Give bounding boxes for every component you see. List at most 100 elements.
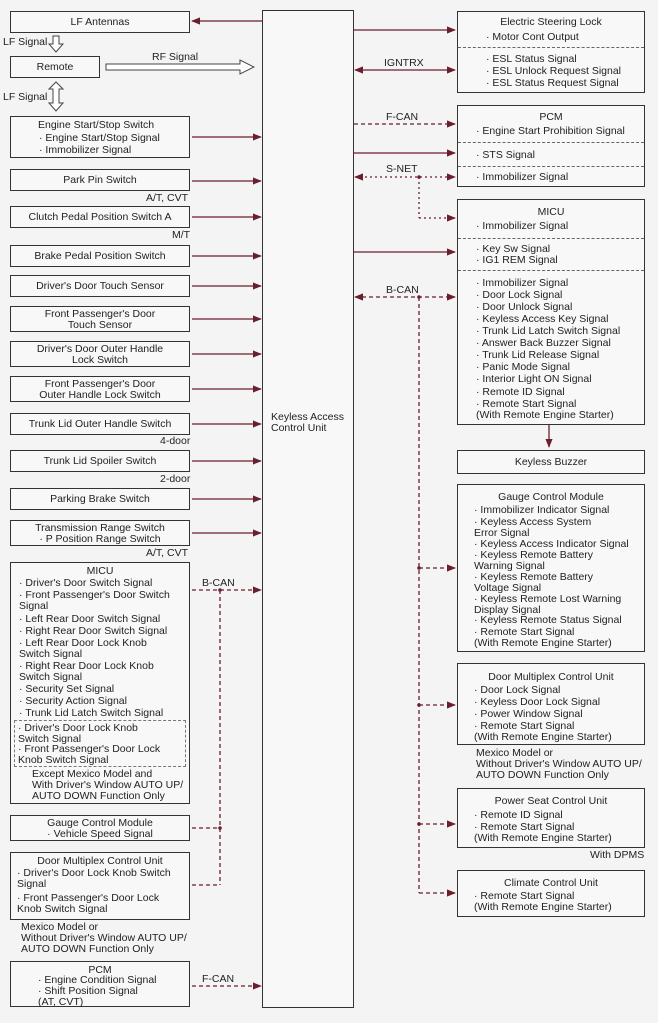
park-pin-switch: Park Pin Switch	[10, 169, 190, 191]
front-passenger-outer-handle-switch: Front Passenger's Door Outer Handle Lock…	[10, 376, 190, 402]
park-pin-note: A/T, CVT	[146, 192, 189, 204]
left-pcm-fcan-label: F-CAN	[202, 973, 235, 985]
esl-line: · ESL Status Signal	[486, 53, 577, 65]
brake-pedal-switch: Brake Pedal Position Switch	[10, 245, 190, 267]
lf-antennas-label: LF Antennas	[70, 16, 130, 28]
right-door-mux-line: · Remote Start Signal (With Remote Engin…	[474, 720, 612, 743]
fp-outer-label: Front Passenger's Door Outer Handle Lock…	[39, 378, 161, 401]
left-micu-inner-line: · Front Passenger's Door Lock Knob Switc…	[18, 743, 161, 766]
left-micu-line: · Front Passenger's Door Switch Signal	[19, 589, 170, 612]
left-pcm: PCM · Engine Condition Signal · Shift Po…	[10, 961, 190, 1008]
right-gauge-line: · Keyless Remote Lost Warning Display Si…	[474, 593, 622, 616]
left-micu-line: · Security Set Signal	[19, 683, 115, 695]
right-micu-line: · Answer Back Buzzer Signal	[476, 337, 611, 349]
climate-control-unit: Climate Control Unit · Remote Start Sign…	[457, 870, 645, 917]
park-pin-label: Park Pin Switch	[63, 174, 137, 186]
parking-brake-label: Parking Brake Switch	[50, 493, 150, 505]
right-pcm-line: · Immobilizer Signal	[476, 171, 569, 183]
trunk-lid-outer-handle-switch: Trunk Lid Outer Handle Switch	[10, 413, 190, 435]
right-gauge-line: · Keyless Access Indicator Signal	[474, 538, 629, 550]
engine-switch-title: Engine Start/Stop Switch	[38, 119, 155, 131]
right-micu-line: · Keyless Access Key Signal	[476, 313, 609, 325]
lf-signal-bidir-arrow	[47, 81, 65, 112]
left-micu-line: · Left Rear Door Lock Knob Switch Signal	[19, 637, 147, 660]
lf-signal-arrow	[47, 35, 65, 53]
right-door-mux-note: Mexico Model or Without Driver's Window …	[476, 747, 642, 781]
clutch-pedal-switch: Clutch Pedal Position Switch A	[10, 206, 190, 228]
front-passenger-touch-sensor: Front Passenger's Door Touch Sensor	[10, 306, 190, 332]
left-micu-bcan-label: B-CAN	[202, 577, 235, 589]
right-door-mux-title: Door Multiplex Control Unit	[488, 671, 614, 683]
right-micu-line: · Remote ID Signal	[476, 386, 565, 398]
trunk-lid-spoiler-switch: Trunk Lid Spoiler Switch	[10, 450, 190, 472]
left-micu-inner-group: · Driver's Door Lock Knob Switch Signal …	[14, 720, 186, 767]
left-micu: MICU · Driver's Door Switch Signal · Fro…	[10, 562, 190, 804]
engine-switch-line: · Immobilizer Signal	[39, 144, 132, 156]
drivers-door-touch-sensor: Driver's Door Touch Sensor	[10, 275, 190, 297]
left-micu-note: Except Mexico Model and With Driver's Wi…	[32, 768, 184, 802]
right-micu-line: · Remote Start Signal (With Remote Engin…	[476, 398, 614, 421]
right-micu-line: · IG1 REM Signal	[476, 254, 558, 266]
right-micu-line: · Panic Mode Signal	[476, 361, 570, 373]
trans-note: A/T, CVT	[146, 547, 189, 559]
lf-signal-label-1: LF Signal	[3, 36, 48, 48]
left-gauge-line: · Vehicle Speed Signal	[47, 828, 153, 840]
right-gauge-line: · Keyless Remote Status Signal	[474, 614, 622, 626]
left-gauge-control-module: Gauge Control Module · Vehicle Speed Sig…	[10, 815, 190, 841]
left-micu-line: · Right Rear Door Switch Signal	[19, 625, 168, 637]
climate-title: Climate Control Unit	[504, 877, 598, 889]
lf-signal-label-2: LF Signal	[3, 91, 48, 103]
power-seat-control-unit: Power Seat Control Unit · Remote ID Sign…	[457, 788, 645, 848]
brake-label: Brake Pedal Position Switch	[34, 250, 166, 262]
snet-label: S-NET	[386, 163, 418, 175]
right-micu-line: · Door Lock Signal	[476, 289, 563, 301]
trans-line: · P Position Range Switch	[39, 533, 161, 545]
left-pcm-line: · Shift Position Signal (AT, CVT)	[38, 985, 138, 1008]
trunk-spoiler-label: Trunk Lid Spoiler Switch	[43, 455, 157, 467]
left-micu-line: · Security Action Signal	[19, 695, 127, 707]
right-micu-line: · Door Unlock Signal	[476, 301, 573, 313]
left-door-multiplex-unit: Door Multiplex Control Unit · Driver's D…	[10, 852, 190, 920]
esl-line: · ESL Unlock Request Signal	[486, 65, 622, 77]
left-micu-line: · Trunk Lid Latch Switch Signal	[19, 707, 164, 719]
right-gauge-line: · Keyless Remote Battery Warning Signal	[474, 549, 594, 572]
left-door-mux-line: · Driver's Door Lock Knob Switch Signal	[17, 867, 171, 890]
trans-title: Transmission Range Switch	[35, 522, 165, 534]
trunk-outer-label: Trunk Lid Outer Handle Switch	[28, 418, 172, 430]
right-gauge-line: · Keyless Remote Battery Voltage Signal	[474, 571, 594, 594]
remote: Remote	[10, 56, 100, 78]
left-door-mux-line: · Front Passenger's Door Lock Knob Switc…	[17, 892, 160, 915]
keyless-buzzer: Keyless Buzzer	[457, 450, 645, 474]
right-micu-line: · Trunk Lid Latch Switch Signal	[476, 325, 621, 337]
door-touch-label: Driver's Door Touch Sensor	[36, 280, 164, 292]
esl-line: · ESL Status Request Signal	[486, 77, 619, 89]
right-pcm: PCM · Engine Start Prohibition Signal · …	[457, 105, 645, 187]
power-seat-title: Power Seat Control Unit	[494, 795, 608, 807]
right-pcm-line: · Engine Start Prohibition Signal	[476, 125, 625, 137]
right-micu-line: · Trunk Lid Release Signal	[476, 349, 600, 361]
right-door-mux-line: · Keyless Door Lock Signal	[474, 696, 601, 708]
esl-title: Electric Steering Lock	[500, 16, 602, 28]
right-pcm-line: · STS Signal	[476, 149, 535, 161]
left-micu-line: · Driver's Door Switch Signal	[19, 577, 153, 589]
power-seat-note: With DPMS	[590, 849, 645, 861]
trunk-outer-note: 4-door	[160, 435, 191, 447]
power-seat-line: · Remote Start Signal (With Remote Engin…	[474, 821, 612, 844]
left-micu-title: MICU	[86, 565, 114, 577]
center-title: Keyless Access Control Unit	[271, 411, 344, 434]
clutch-note: M/T	[172, 229, 191, 241]
right-door-multiplex-unit: Door Multiplex Control Unit · Door Lock …	[457, 663, 645, 745]
transmission-range-switch: Transmission Range Switch · P Position R…	[10, 520, 190, 546]
trunk-spoiler-note: 2-door	[160, 473, 191, 485]
right-micu-line: · Immobilizer Signal	[476, 220, 569, 232]
left-micu-line: · Left Rear Door Switch Signal	[19, 613, 161, 625]
left-pcm-title: PCM	[88, 964, 112, 976]
engine-switch-line: · Engine Start/Stop Signal	[39, 132, 160, 144]
left-door-mux-note: Mexico Model or Without Driver's Window …	[21, 921, 187, 955]
remote-label: Remote	[36, 61, 74, 73]
power-seat-line: · Remote ID Signal	[474, 809, 563, 821]
clutch-label: Clutch Pedal Position Switch A	[28, 211, 172, 223]
left-door-mux-title: Door Multiplex Control Unit	[37, 855, 163, 867]
keyless-access-control-unit: Keyless Access Control Unit	[262, 10, 354, 1008]
